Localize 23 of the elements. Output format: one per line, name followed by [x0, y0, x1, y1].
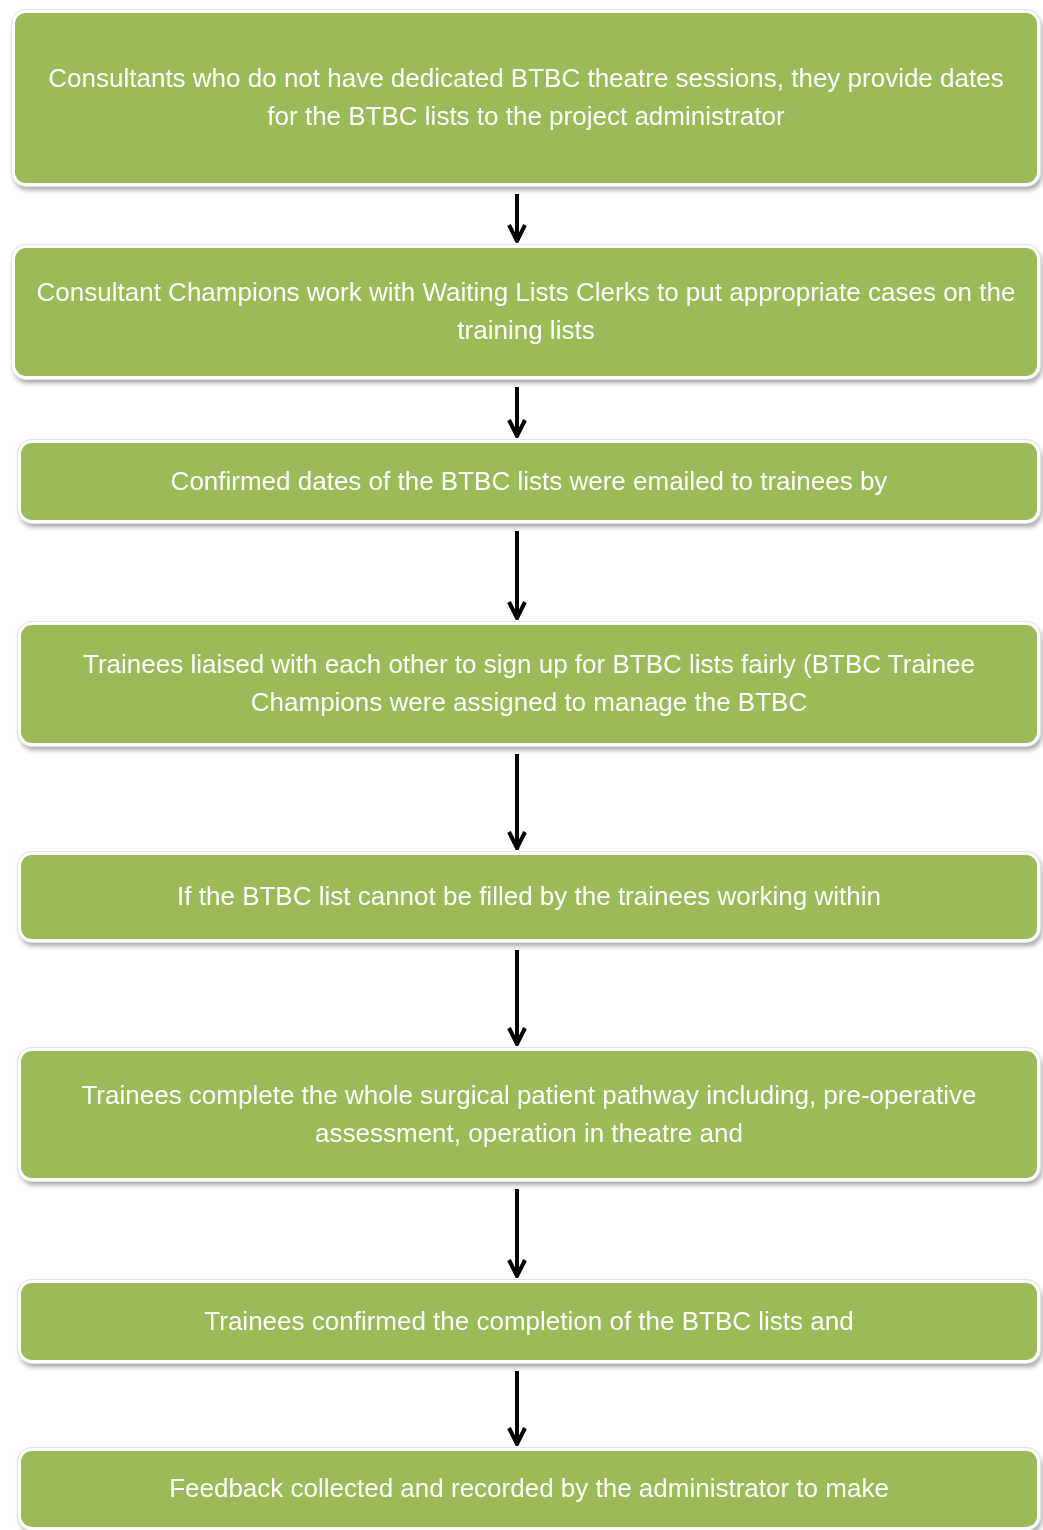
- step-text: Feedback collected and recorded by the administrator to make: [169, 1472, 889, 1506]
- arrow: [507, 950, 527, 1046]
- step-text: Trainees confirmed the completion of the BTBC lists and: [204, 1304, 854, 1338]
- step-text: If the BTBC list cannot be filled by the trainees working within: [177, 880, 881, 914]
- step-text: Consultant Champions work with Waiting Lists Clerks to put appropriate cases on the training lists: [35, 276, 1017, 347]
- step-text: Consultants who do not have dedicated BTBC theatre sessions, they provide dates for the BTBC lists to the project administrator: [47, 62, 1005, 133]
- process-box: [12, 10, 1040, 186]
- arrow: [507, 1189, 527, 1278]
- process-box: [18, 1448, 1040, 1530]
- arrow: [507, 1371, 527, 1446]
- step-text: Trainees liaised with each other to sign up for BTBC lists fairly (BTBC Trainee Champions were assigned to manage the BTBC: [81, 648, 977, 719]
- arrow: [507, 531, 527, 620]
- process-box: [18, 1280, 1040, 1363]
- arrow: [507, 387, 527, 438]
- step-text: Trainees complete the whole surgical patient pathway including, pre-operative assessment, operation in theatre and: [80, 1078, 978, 1150]
- process-box: [18, 440, 1040, 523]
- process-box: [18, 852, 1040, 942]
- arrow: [507, 754, 527, 850]
- arrow: [507, 194, 527, 243]
- process-box: [18, 1048, 1040, 1181]
- process-box: [12, 245, 1040, 379]
- step-text: Confirmed dates of the BTBC lists were emailed to trainees by: [170, 464, 888, 498]
- process-box: [18, 622, 1040, 746]
